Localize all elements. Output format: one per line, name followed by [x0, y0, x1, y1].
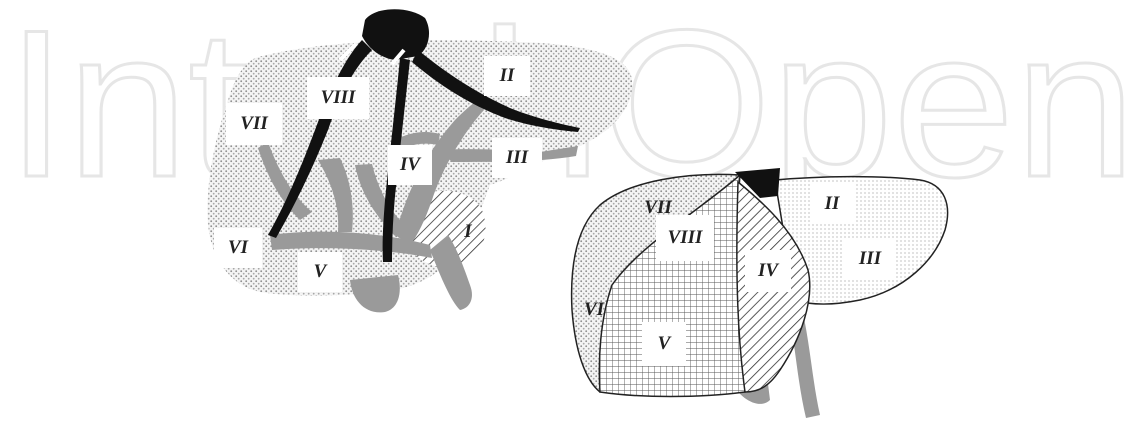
- left-label-ii: II: [484, 56, 530, 96]
- right-label-iv: IV: [745, 250, 791, 292]
- right-label-vi: VI: [574, 290, 614, 330]
- right-label-ii: II: [810, 184, 854, 224]
- left-label-viii: VIII: [307, 77, 369, 119]
- right-label-viii: VIII: [656, 215, 714, 261]
- left-label-v: V: [298, 252, 342, 292]
- left-label-vi: VI: [214, 228, 262, 268]
- left-label-i: I: [455, 220, 481, 244]
- left-label-iv: IV: [388, 145, 432, 185]
- left-label-vii: VII: [226, 103, 282, 145]
- right-label-iii: III: [844, 238, 896, 280]
- right-label-v: V: [642, 322, 686, 366]
- left-label-iii: III: [492, 138, 542, 178]
